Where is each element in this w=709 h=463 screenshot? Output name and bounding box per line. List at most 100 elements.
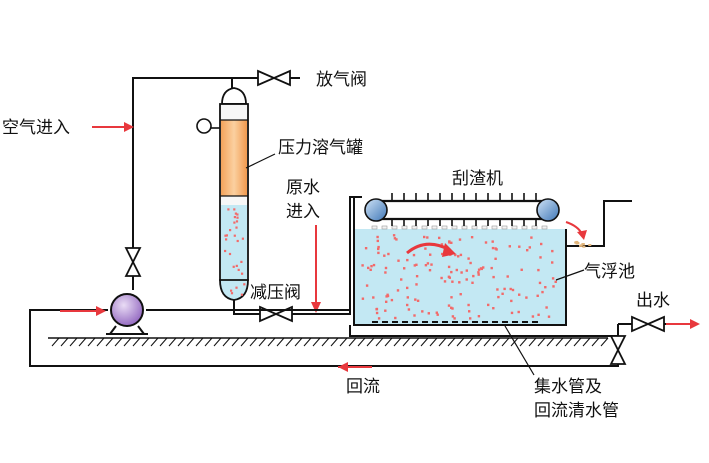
ground-hatch xyxy=(132,337,141,347)
ground-hatch xyxy=(96,337,105,347)
scum-block xyxy=(461,225,468,230)
ground-hatch xyxy=(447,337,456,347)
ground-hatch xyxy=(150,337,159,347)
ground-hatch xyxy=(114,337,123,347)
scum-particle xyxy=(588,244,592,246)
scum-particle xyxy=(582,245,586,248)
air-bubble xyxy=(457,255,460,258)
pump-icon[interactable] xyxy=(106,293,148,335)
air-bubble xyxy=(424,264,428,267)
air-bubble xyxy=(497,295,500,299)
air-bubble xyxy=(509,287,512,291)
ground-hatch xyxy=(312,337,321,347)
ground-hatch xyxy=(123,337,132,347)
air-bubble xyxy=(377,247,380,251)
air-bubble xyxy=(501,292,504,295)
air-bubble xyxy=(416,299,420,302)
air-bubble xyxy=(230,289,233,292)
scum-block xyxy=(371,225,378,230)
air-bubble xyxy=(539,256,542,259)
scum-block xyxy=(411,225,418,230)
air-bubble xyxy=(234,212,237,215)
air-bubble xyxy=(224,249,227,253)
air-bubble xyxy=(477,271,480,274)
air-bubble xyxy=(424,247,427,250)
ground-hatch xyxy=(78,337,87,347)
air-bubble xyxy=(477,268,481,271)
scum-particle xyxy=(575,242,579,245)
ground-hatch xyxy=(105,337,114,347)
air-bubble xyxy=(479,267,483,270)
air-bubble xyxy=(372,296,375,299)
pool-flow-arrow xyxy=(406,242,456,257)
ground-hatch xyxy=(303,337,312,347)
air-bubble xyxy=(491,240,494,243)
air-bubble xyxy=(230,292,234,295)
collector-label-leader xyxy=(504,325,535,376)
air-bubble xyxy=(495,248,498,251)
air-bubble xyxy=(496,288,499,291)
air-bubble xyxy=(459,253,463,257)
scum-block xyxy=(381,225,388,230)
air-bubble xyxy=(377,251,380,255)
return-flow-arrow xyxy=(338,362,372,372)
air-bubble xyxy=(241,237,244,240)
air-bubble xyxy=(415,263,418,266)
air-bubble xyxy=(364,247,368,250)
ground-hatch xyxy=(366,337,375,347)
air-bubble xyxy=(384,271,387,274)
ground-hatch xyxy=(213,337,222,347)
ground-hatch xyxy=(483,337,492,347)
air-bubble xyxy=(365,284,369,287)
flotation-tank xyxy=(353,197,632,326)
air-bubble xyxy=(491,246,495,250)
air-bubble xyxy=(525,296,528,299)
air-bubble xyxy=(551,277,555,280)
ground-hatch xyxy=(231,337,240,347)
air-bubble xyxy=(469,317,472,320)
air-bubble xyxy=(451,280,454,283)
pump-inlet-arrow xyxy=(60,306,106,316)
air-bubble xyxy=(554,280,557,283)
scum-block xyxy=(521,225,528,230)
scum-block xyxy=(451,225,458,230)
air-bubble xyxy=(438,236,441,240)
ground-hatch xyxy=(384,337,393,347)
label-vent-valve: 放气阀 xyxy=(316,70,367,90)
ground-hatch xyxy=(429,337,438,347)
air-bubble xyxy=(235,264,238,267)
air-bubble xyxy=(454,253,457,257)
return-valve-icon[interactable] xyxy=(609,335,627,365)
air-bubble xyxy=(385,295,388,298)
vent-valve-icon[interactable] xyxy=(257,69,291,87)
label-collector-1: 集水管及 xyxy=(534,377,602,397)
ground-hatch xyxy=(204,337,213,347)
air-bubble xyxy=(547,315,551,318)
air-bubble xyxy=(237,268,240,271)
air-bubble xyxy=(447,304,451,307)
outlet-valve-icon[interactable] xyxy=(631,315,665,333)
air-bubble xyxy=(375,308,378,311)
air-bubble xyxy=(450,270,453,274)
air-bubble xyxy=(530,236,533,239)
air-bubble xyxy=(508,245,511,248)
tank-packing xyxy=(221,120,247,196)
air-check-valve-icon[interactable] xyxy=(124,247,142,290)
air-bubble xyxy=(447,275,451,278)
air-bubble xyxy=(544,286,547,289)
ground-hatch xyxy=(411,337,420,347)
air-bubble xyxy=(537,268,540,272)
air-bubble xyxy=(428,269,432,272)
skimmer-roller-right-icon xyxy=(536,198,560,222)
air-bubble xyxy=(477,315,481,318)
air-bubble xyxy=(453,317,456,320)
air-bubble xyxy=(413,314,416,317)
tank-outlet-pipe xyxy=(233,196,362,315)
scum-block xyxy=(401,225,408,230)
air-bubble xyxy=(369,268,372,271)
air-bubble xyxy=(510,311,514,315)
scum-discharge-arrow xyxy=(565,221,592,248)
air-bubble xyxy=(235,226,238,229)
air-bubble xyxy=(236,216,239,219)
